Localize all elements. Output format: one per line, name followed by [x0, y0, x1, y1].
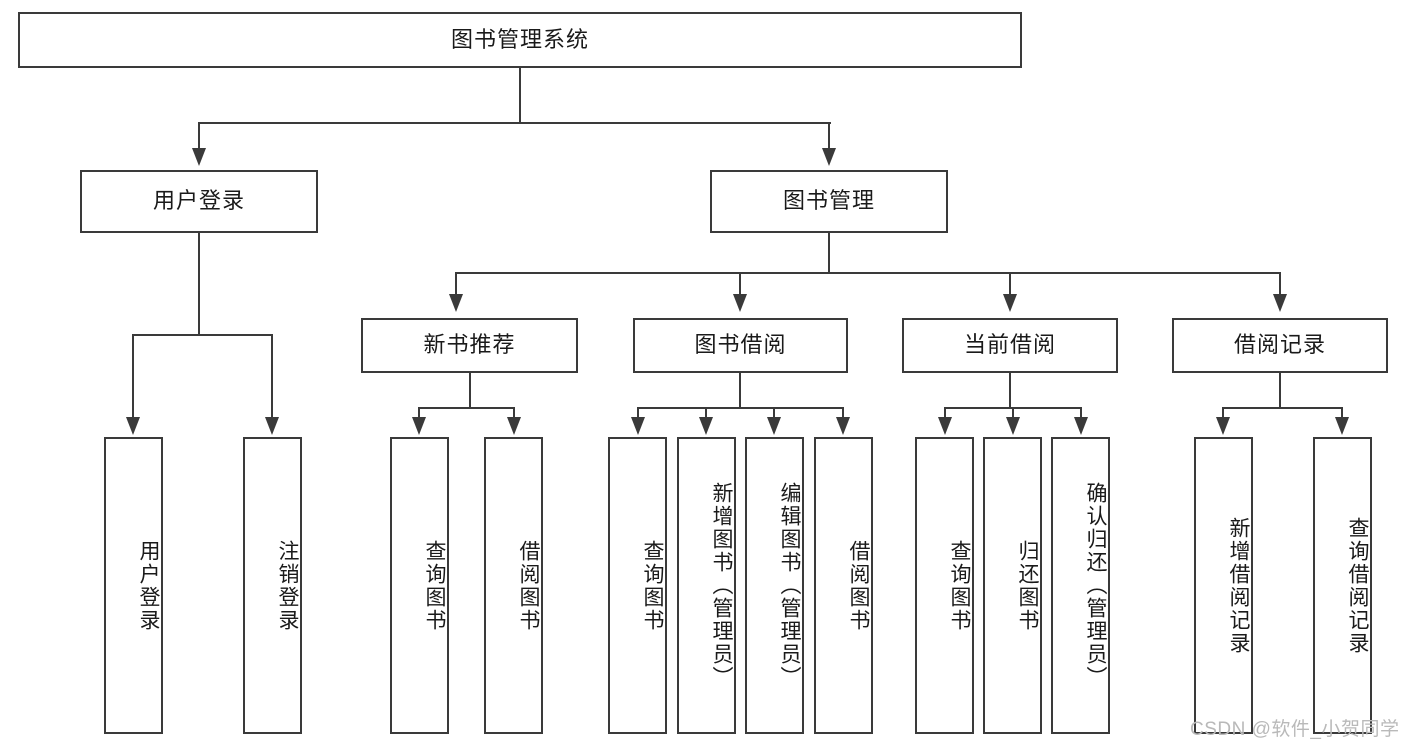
arrowhead-leaf-bb-0 [631, 417, 645, 435]
arrowhead-leaf-user-login-1 [265, 417, 279, 435]
arrowhead-leaf-cb-2 [1074, 417, 1088, 435]
arrowhead-leaf-bb-1 [699, 417, 713, 435]
node-label: 新书推荐 [423, 332, 516, 358]
edge-to-current-borrow [1009, 272, 1011, 296]
edge-br-drop-1 [1222, 407, 1224, 419]
edge-user-login-stem [198, 233, 200, 335]
edge-to-book-management [828, 122, 830, 150]
node-book-management[interactable]: 图书管理 [710, 170, 948, 233]
node-label: 借阅图书 [517, 539, 540, 632]
edge-new-book-recommend-bus [418, 407, 515, 409]
leaf-book-borrow-3[interactable]: 借阅图书 [814, 437, 873, 734]
edge-bb-drop-3 [773, 407, 775, 419]
arrowhead-leaf-nbr-0 [412, 417, 426, 435]
edge-level3-bus [455, 272, 1281, 274]
edge-cb-drop-1 [944, 407, 946, 419]
node-label: 归还图书 [1016, 539, 1039, 632]
node-label: 查询图书 [423, 539, 446, 632]
edge-book-management-stem [828, 233, 830, 273]
arrowhead-user-login [192, 148, 206, 166]
node-current-borrow[interactable]: 当前借阅 [902, 318, 1118, 373]
arrowhead-leaf-br-0 [1216, 417, 1230, 435]
edge-bb-drop-4 [842, 407, 844, 419]
arrowhead-leaf-nbr-1 [507, 417, 521, 435]
node-label: 图书管理 [782, 188, 875, 214]
leaf-current-borrow-1[interactable]: 归还图书 [983, 437, 1042, 734]
node-root-book-management-system[interactable]: 图书管理系统 [18, 12, 1022, 68]
arrowhead-leaf-bb-2 [767, 417, 781, 435]
leaf-user-login-1[interactable]: 注销登录 [243, 437, 302, 734]
edge-book-borrow-stem [739, 373, 741, 408]
arrowhead-leaf-cb-1 [1006, 417, 1020, 435]
arrowhead-leaf-br-1 [1335, 417, 1349, 435]
edge-nbr-drop-2 [513, 407, 515, 419]
node-label: 图书管理系统 [450, 26, 589, 52]
edge-bb-drop-2 [705, 407, 707, 419]
leaf-current-borrow-2[interactable]: 确认归还（管理员） [1051, 437, 1110, 734]
node-label: 用户登录 [152, 188, 245, 214]
arrowhead-current-borrow [1003, 294, 1017, 312]
node-label: 查询图书 [641, 539, 664, 632]
edge-nbr-drop-1 [418, 407, 420, 419]
leaf-new-book-recommend-1[interactable]: 借阅图书 [484, 437, 543, 734]
node-new-book-recommend[interactable]: 新书推荐 [361, 318, 578, 373]
node-label: 借阅图书 [847, 539, 870, 632]
node-label: 编辑图书（管理员） [778, 482, 801, 689]
leaf-book-borrow-0[interactable]: 查询图书 [608, 437, 667, 734]
node-label: 图书借阅 [694, 332, 787, 358]
edge-user-login-drop-2 [271, 334, 273, 419]
edge-to-user-login [198, 122, 200, 150]
edge-cb-drop-3 [1080, 407, 1082, 419]
watermark: CSDN @软件_小贺同学 [1190, 719, 1400, 740]
node-label: 新增借阅记录 [1227, 516, 1250, 655]
leaf-book-borrow-1[interactable]: 新增图书（管理员） [677, 437, 736, 734]
arrowhead-leaf-bb-3 [836, 417, 850, 435]
leaf-user-login-0[interactable]: 用户登录 [104, 437, 163, 734]
node-label: 新增图书（管理员） [710, 482, 733, 689]
leaf-new-book-recommend-0[interactable]: 查询图书 [390, 437, 449, 734]
node-user-login[interactable]: 用户登录 [80, 170, 318, 233]
edge-new-book-recommend-stem [469, 373, 471, 408]
arrowhead-book-borrow [733, 294, 747, 312]
node-label: 确认归还（管理员） [1084, 482, 1107, 689]
arrowhead-leaf-user-login-0 [126, 417, 140, 435]
leaf-borrow-record-0[interactable]: 新增借阅记录 [1194, 437, 1253, 734]
edge-br-drop-2 [1341, 407, 1343, 419]
edge-user-login-bus [133, 334, 271, 336]
edge-to-book-borrow [739, 272, 741, 296]
node-label: 当前借阅 [963, 332, 1056, 358]
node-book-borrow[interactable]: 图书借阅 [633, 318, 848, 373]
arrowhead-new-book-recommend [449, 294, 463, 312]
edge-cb-drop-2 [1012, 407, 1014, 419]
node-borrow-record[interactable]: 借阅记录 [1172, 318, 1388, 373]
arrowhead-borrow-record [1273, 294, 1287, 312]
leaf-current-borrow-0[interactable]: 查询图书 [915, 437, 974, 734]
node-label: 查询借阅记录 [1346, 516, 1369, 655]
node-label: 用户登录 [137, 539, 160, 632]
leaf-book-borrow-2[interactable]: 编辑图书（管理员） [745, 437, 804, 734]
edge-root-stem [519, 68, 521, 122]
node-label: 查询图书 [948, 539, 971, 632]
edge-book-borrow-bus [637, 407, 843, 409]
arrowhead-book-management [822, 148, 836, 166]
edge-current-borrow-stem [1009, 373, 1011, 408]
edge-borrow-record-stem [1279, 373, 1281, 408]
edge-borrow-record-bus [1222, 407, 1342, 409]
arrowhead-leaf-cb-0 [938, 417, 952, 435]
edge-user-login-drop-1 [132, 334, 134, 419]
edge-level2-bus [199, 122, 831, 124]
edge-to-borrow-record [1279, 272, 1281, 296]
edge-bb-drop-1 [637, 407, 639, 419]
node-label: 借阅记录 [1233, 332, 1326, 358]
node-label: 注销登录 [276, 539, 299, 632]
edge-to-new-book-recommend [455, 272, 457, 296]
leaf-borrow-record-1[interactable]: 查询借阅记录 [1313, 437, 1372, 734]
